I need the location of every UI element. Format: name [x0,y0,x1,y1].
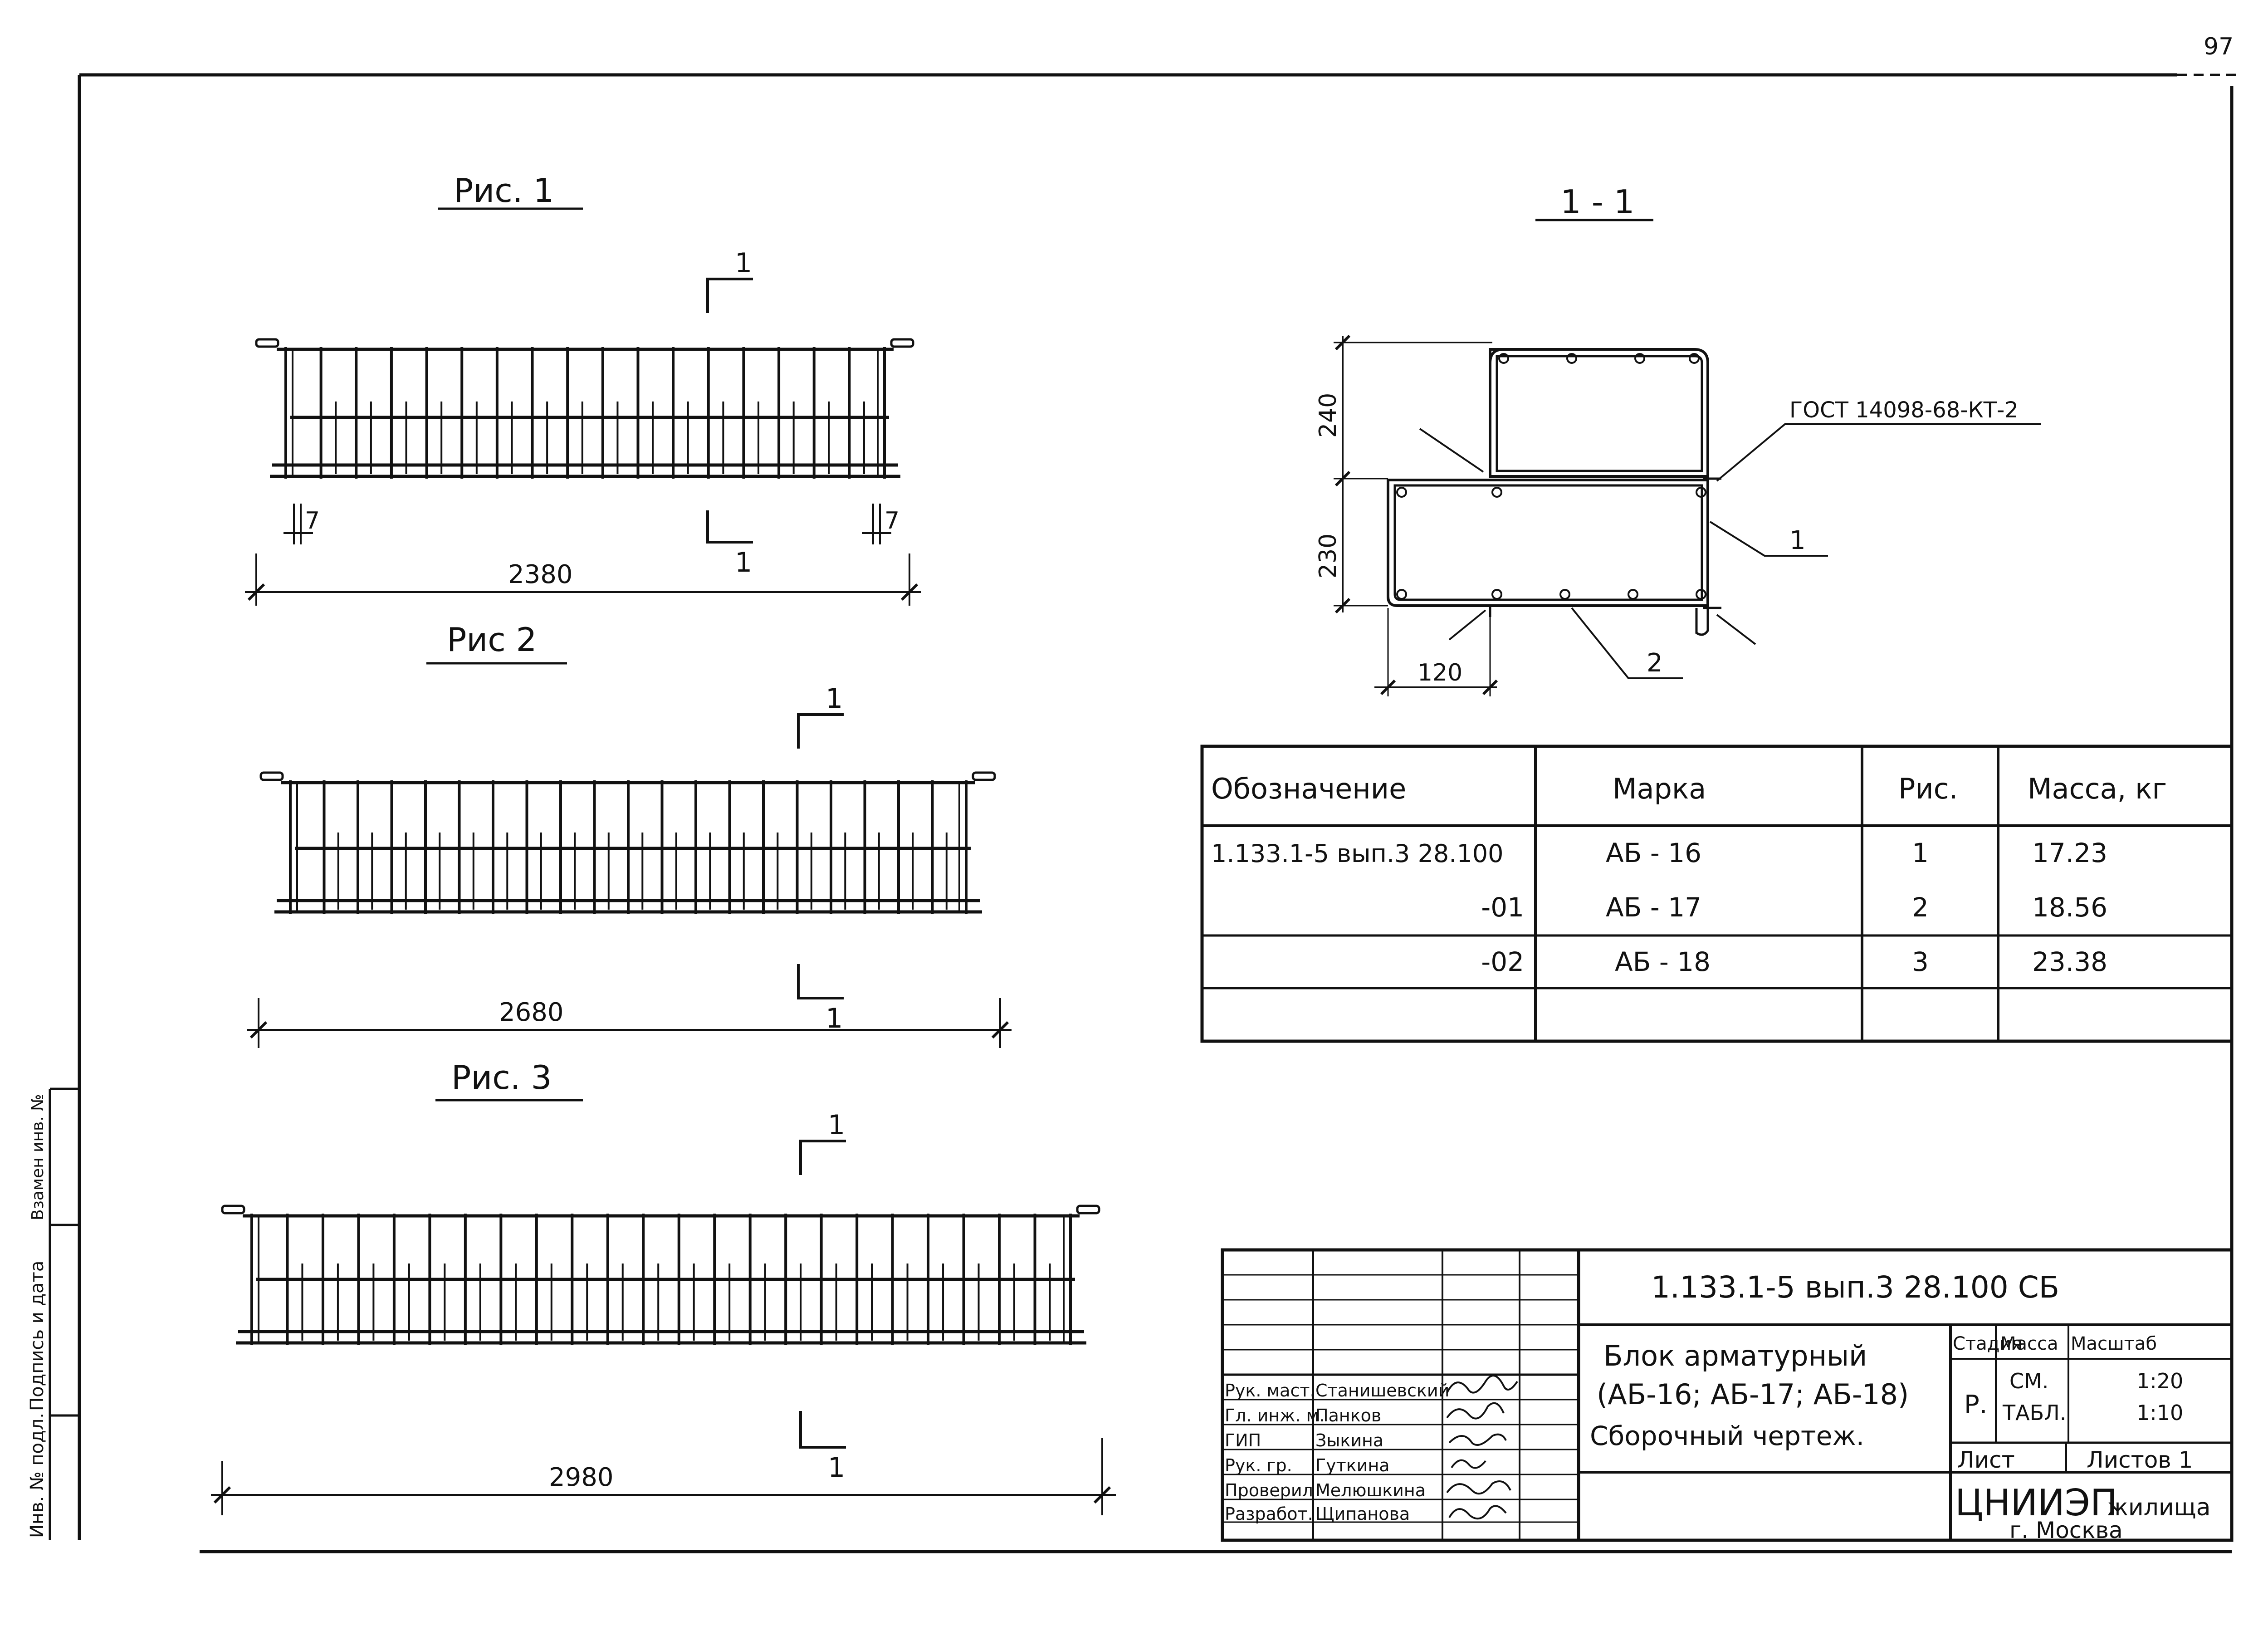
fig2-title: Рис 2 [447,621,537,659]
fig1-section-mark-bottom: 1 [706,510,753,578]
side-stamp-inv: Инв. № подл. [27,1413,48,1538]
spec-row2-designation: -01 [1481,892,1524,923]
side-stamp-sign: Подпись и дата [27,1261,48,1411]
section-dim-230: 230 [1315,534,1342,578]
spec-row2-fig: 2 [1912,892,1929,923]
svg-text:2680: 2680 [499,998,564,1027]
section-dim-240: 240 [1315,393,1342,438]
staff-name-5: Мелюшкина [1315,1480,1426,1500]
spec-row2-mass: 18.56 [2032,892,2107,923]
staff-role-5: Проверил [1225,1480,1313,1500]
svg-text:2980: 2980 [549,1463,614,1492]
spec-row3-mark: АБ - 18 [1615,946,1711,977]
section-1-1-drawing [1334,334,2041,696]
spec-row3-designation: -02 [1481,946,1524,977]
svg-text:7: 7 [885,507,899,534]
fig2-dimension: 2680 [247,998,1012,1048]
fig1-section-mark-top: 1 [706,247,753,313]
spec-row2-mark: АБ - 17 [1606,892,1701,923]
end-hook-right [1076,1205,1100,1215]
product-name-line1: Блок арматурный [1603,1339,1867,1372]
section-dim-120: 120 [1418,659,1462,686]
section-gost-label: ГОСТ 14098-68-КТ-2 [1789,397,2019,423]
sheets-label: Листов 1 [2087,1447,2193,1473]
spec-table [1200,744,2234,1043]
section-callout-2: 2 [1647,648,1663,678]
doc-code: 1.133.1-5 вып.3 28.100 СБ [1651,1270,2059,1305]
sheet-label: Лист [1957,1447,2015,1473]
staff-name-3: Зыкина [1315,1430,1383,1450]
spec-row1-mass: 17.23 [2032,837,2107,868]
staff-name-6: Щипанова [1315,1504,1410,1524]
staff-role-2: Гл. инж. м. [1225,1406,1325,1425]
spec-header-fig: Рис. [1898,772,1958,805]
spec-row3-mass: 23.38 [2032,946,2107,977]
scale-header: Масштаб [2071,1333,2157,1354]
spec-header-mass: Масса, кг [2028,772,2167,805]
scale-value-2: 1:10 [2136,1401,2183,1425]
end-hook-left [259,771,284,781]
end-hook-left [255,338,279,348]
mass-value-1: СМ. [2009,1369,2048,1393]
end-hook-left [221,1205,245,1215]
staff-name-4: Гуткина [1315,1455,1390,1475]
org-city: г. Москва [2009,1517,2123,1543]
spec-row1-mark: АБ - 16 [1606,837,1701,868]
end-hook-right [890,338,914,348]
side-stamp-replace: Взамен инв. № [29,1094,47,1220]
fig3-cage [221,1205,1100,1345]
mass-header: Масса [2000,1333,2058,1354]
stage-header: Стадия [1953,1333,2022,1354]
fig1-end-offset-right: 7 [862,504,899,544]
svg-text:2380: 2380 [508,560,573,589]
spec-header-mark: Марка [1613,772,1706,805]
org-suffix: жилища [2107,1494,2211,1521]
fig1-title: Рис. 1 [454,171,554,210]
svg-text:1: 1 [735,247,752,279]
fig1-end-offset-left: 7 [284,504,320,544]
staff-role-3: ГИП [1225,1430,1261,1450]
org-name: ЦНИИЭП [1955,1482,2117,1524]
staff-role-6: Разработ. [1225,1504,1313,1524]
fig2-section-mark-bottom: 1 [797,964,844,1034]
product-name-line3: Сборочный чертеж. [1590,1420,1864,1451]
title-block-grid [1221,1248,2234,1542]
scale-value-1: 1:20 [2136,1369,2183,1393]
side-stamp: Инв. № подл. Подпись и дата Взамен инв. … [27,1087,79,1540]
staff-name-2: Панков [1315,1406,1381,1425]
fig2-cage [259,771,996,914]
staff-role-4: Рук. гр. [1225,1455,1292,1475]
fig1-cage [255,338,914,479]
staff-name-1: Станишевский [1315,1381,1449,1401]
svg-text:1: 1 [828,1109,845,1141]
spec-row1-designation: 1.133.1-5 вып.3 28.100 [1211,839,1504,868]
signatures [1446,1375,1518,1520]
stage-value: Р. [1964,1390,1988,1420]
fig3-title: Рис. 3 [451,1058,552,1097]
svg-text:1: 1 [826,683,843,715]
svg-text:1: 1 [828,1452,845,1484]
spec-row1-fig: 1 [1912,837,1929,868]
svg-text:1: 1 [735,547,752,578]
mass-value-2: ТАБЛ. [2002,1401,2066,1425]
fig3-dimension: 2980 [211,1438,1116,1515]
end-hook-right [972,771,996,781]
svg-text:7: 7 [305,507,320,534]
fig3-section-mark-bottom: 1 [799,1411,846,1484]
spec-header-designation: Обозначение [1211,772,1406,805]
fig3-section-mark-top: 1 [799,1109,846,1175]
fig2-section-mark-top: 1 [797,683,844,749]
page-number: 97 [2204,33,2234,60]
section-callout-1: 1 [1789,526,1806,555]
fig1-dimension: 2380 [245,553,921,606]
product-name-line2: (АБ-16; АБ-17; АБ-18) [1597,1378,1909,1411]
section-title: 1 - 1 [1560,183,1634,221]
staff-role-1: Рук. маст. [1225,1381,1315,1401]
spec-row3-fig: 3 [1912,946,1929,977]
